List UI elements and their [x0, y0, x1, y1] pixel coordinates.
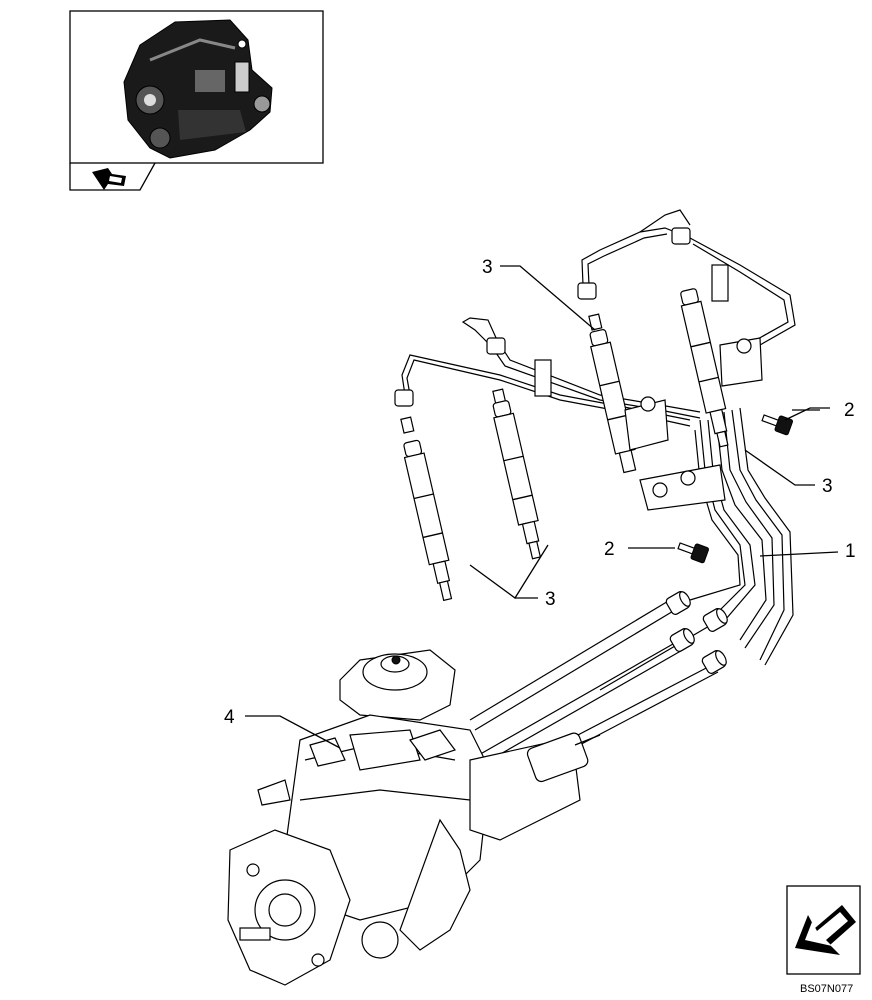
drawing-code: BS07N077	[800, 983, 853, 995]
callout-4: 4	[224, 707, 235, 728]
injection-pump	[227, 649, 601, 986]
injection-pipes	[401, 209, 796, 769]
callout-2-right: 2	[844, 400, 855, 421]
callout-3-right: 3	[822, 476, 833, 497]
engine-thumbnail[interactable]	[69, 10, 324, 191]
arrow-down-left-icon	[795, 905, 856, 955]
leader-lines	[245, 265, 839, 749]
callout-labels: 3 2 3 2 1 3 4	[224, 257, 856, 728]
bolts	[677, 414, 794, 564]
injectors	[400, 288, 729, 602]
arrow-back-icon	[92, 168, 126, 190]
pipe-clamps	[534, 264, 763, 511]
callout-2-middle: 2	[604, 539, 615, 560]
callout-1: 1	[845, 541, 856, 562]
nav-arrow-button[interactable]	[786, 885, 861, 975]
pipe-nuts	[394, 227, 728, 674]
callout-3-bottom: 3	[545, 589, 556, 610]
callout-3-top: 3	[482, 257, 493, 278]
engine-thumbnail-icon	[123, 19, 273, 159]
